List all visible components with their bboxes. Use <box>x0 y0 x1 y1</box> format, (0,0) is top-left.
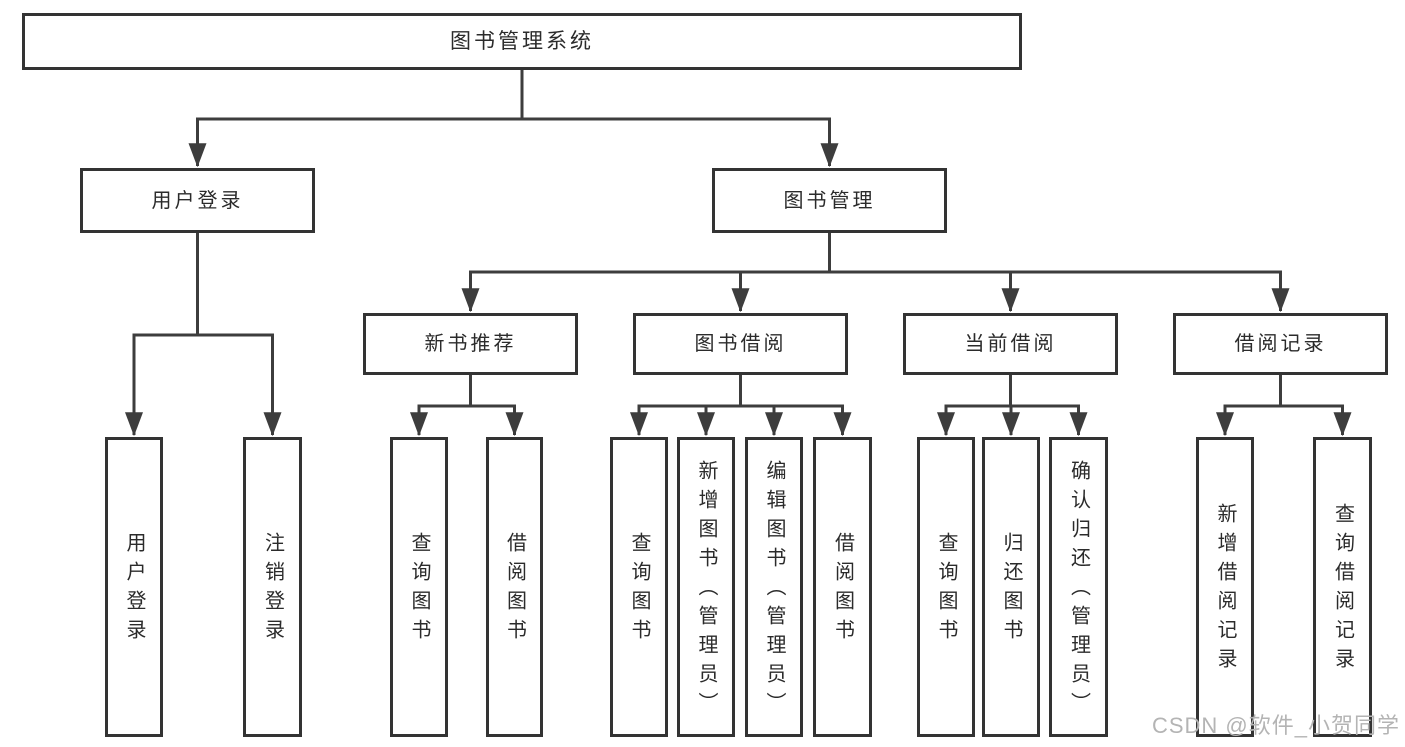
leaf-newbooks-borrow: 借阅图书 <box>486 437 543 737</box>
leaf-borrowing-edit-admin: 编辑图书（管理员） <box>745 437 803 737</box>
leaf-logout-login: 注销登录 <box>243 437 302 737</box>
leaf-borrowing-add-admin: 新增图书（管理员） <box>677 437 735 737</box>
leaf-current-query: 查询图书 <box>917 437 975 737</box>
leaf-records-query: 查询借阅记录 <box>1313 437 1372 737</box>
watermark: CSDN @软件_小贺同学 <box>1151 713 1400 738</box>
leaf-borrowing-query: 查询图书 <box>610 437 668 737</box>
node-user-login: 用户登录 <box>80 168 315 233</box>
leaf-borrowing-borrow: 借阅图书 <box>813 437 872 737</box>
node-book-mgmt: 图书管理 <box>712 168 947 233</box>
node-borrowing: 图书借阅 <box>633 313 848 375</box>
node-current: 当前借阅 <box>903 313 1118 375</box>
node-records: 借阅记录 <box>1173 313 1388 375</box>
leaf-current-confirm-admin: 确认归还（管理员） <box>1049 437 1108 737</box>
leaf-user-login: 用户登录 <box>105 437 163 737</box>
leaf-records-add: 新增借阅记录 <box>1196 437 1254 737</box>
leaf-newbooks-query: 查询图书 <box>390 437 448 737</box>
node-new-books: 新书推荐 <box>363 313 578 375</box>
node-root: 图书管理系统 <box>22 13 1022 70</box>
leaf-current-return: 归还图书 <box>982 437 1040 737</box>
